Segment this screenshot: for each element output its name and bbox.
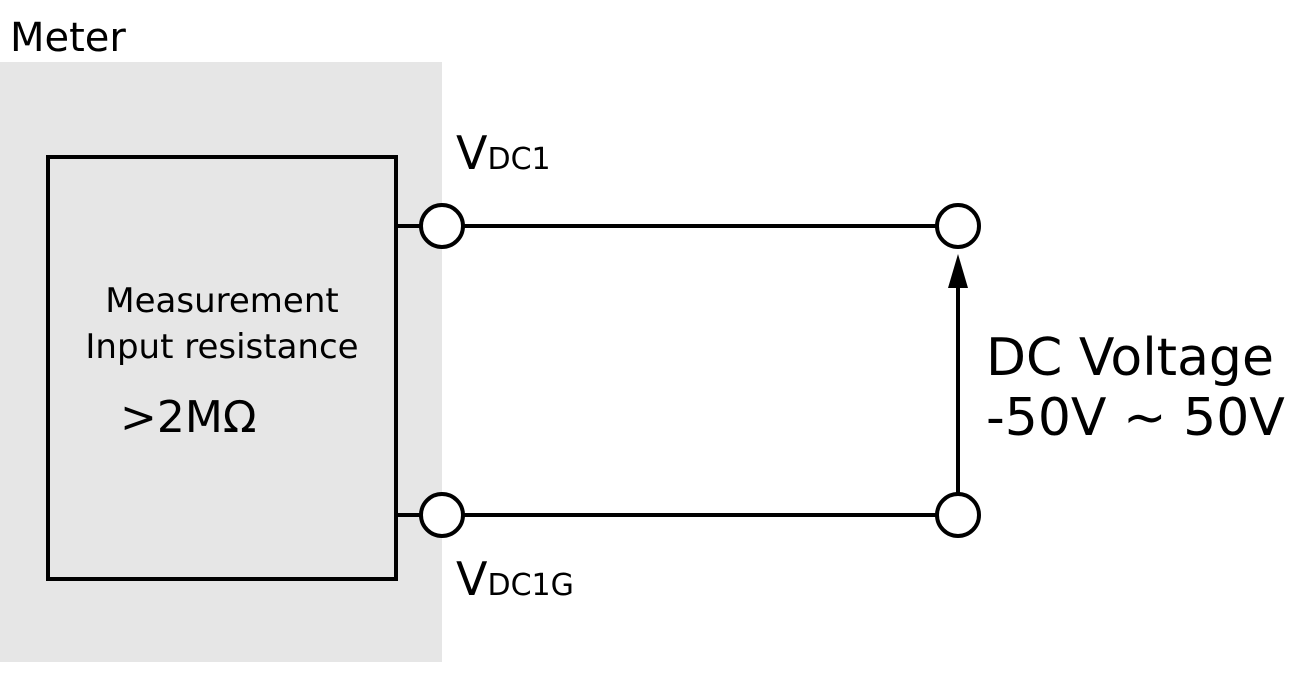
meter-title: Meter <box>10 15 126 61</box>
terminal-label-vdc1g: VDC1G <box>456 556 574 602</box>
input-resistance-label: Input resistance <box>85 327 359 367</box>
terminal-label-sub: DC1 <box>487 142 551 177</box>
voltage-range-label: -50V ~ 50V <box>986 388 1285 448</box>
voltage-arrow-head <box>948 254 968 288</box>
source-terminal-top <box>935 203 981 249</box>
terminal-label-vdc1: VDC1 <box>456 130 551 176</box>
meter-terminal-bottom <box>419 492 465 538</box>
source-terminal-bottom <box>935 492 981 538</box>
meter-terminal-top <box>419 203 465 249</box>
terminal-label-main: V <box>456 126 488 180</box>
terminal-label-main: V <box>456 552 488 606</box>
dc-voltage-label: DC Voltage <box>986 328 1274 388</box>
resistance-value: >2MΩ <box>120 392 257 443</box>
measurement-label: Measurement <box>105 281 339 321</box>
terminal-label-sub: DC1G <box>487 568 574 603</box>
measurement-box <box>46 155 398 581</box>
